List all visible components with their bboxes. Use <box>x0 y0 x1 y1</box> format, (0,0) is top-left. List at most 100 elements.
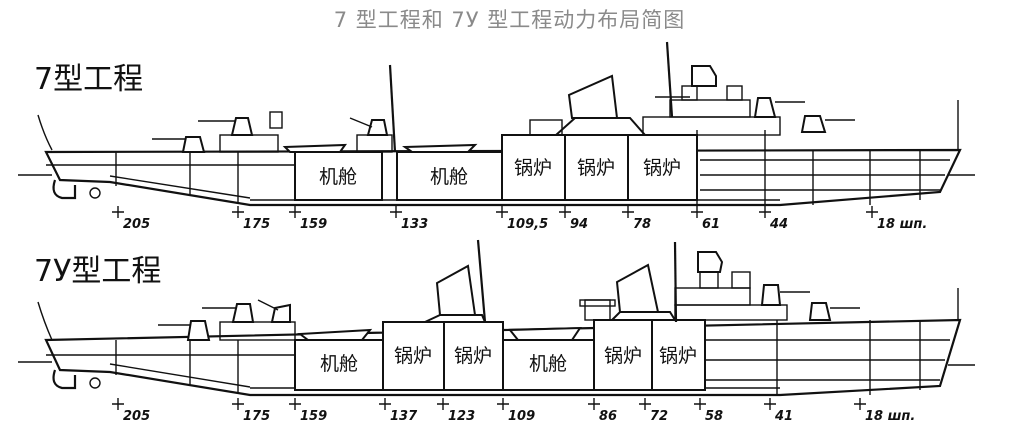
room-label: 机舱 <box>320 353 358 375</box>
svg-text:159: 159 <box>300 217 327 232</box>
engine-room-2 <box>502 339 595 391</box>
room-label: 锅炉 <box>454 345 492 367</box>
engine-room-2 <box>396 151 503 201</box>
main-mast <box>476 239 487 323</box>
svg-text:205: 205 <box>123 217 150 232</box>
deckhouse <box>529 119 563 136</box>
funnel-base <box>553 117 648 136</box>
hull-outline <box>44 148 962 207</box>
svg-text:205: 205 <box>123 409 150 424</box>
rangefinder <box>697 251 724 273</box>
propeller-icon <box>89 377 101 389</box>
gun-turret <box>230 117 254 136</box>
torpedo-tubes <box>401 143 478 153</box>
bridge-upper <box>699 271 719 289</box>
frame-marker: 175 <box>232 206 270 232</box>
frame-marker: 72 <box>639 398 668 424</box>
room-label: 锅炉 <box>514 157 552 179</box>
svg-text:109: 109 <box>508 409 535 424</box>
torpedo-tubes <box>507 326 582 341</box>
diagram-title: 7 型工程和 7У 型工程动力布局简图 <box>333 8 686 32</box>
room-label: 锅炉 <box>577 157 615 179</box>
room-label: 锅炉 <box>394 345 432 367</box>
bridge <box>669 99 751 118</box>
frame-marker: 41 <box>764 398 793 424</box>
ship-label-project-7: 7型工程 <box>34 62 144 97</box>
boiler-room-2 <box>564 134 629 201</box>
searchlight-tower <box>269 111 283 129</box>
shaft-line <box>109 175 251 199</box>
aft-deckhouse <box>219 134 279 153</box>
platform <box>579 299 616 307</box>
mid-deckhouse <box>356 134 393 153</box>
frame-marker: 44 <box>759 206 788 232</box>
bridge <box>674 287 751 306</box>
frame-marker: 58 <box>694 398 723 424</box>
frame-marker: 159 <box>289 398 327 424</box>
funnel-base <box>424 314 487 323</box>
svg-text:41: 41 <box>774 409 793 424</box>
engine-room-1 <box>294 339 384 391</box>
boiler-room-1 <box>382 321 445 391</box>
frame-marker: 205 <box>112 398 150 424</box>
frame-marker: 133 <box>390 206 428 232</box>
svg-text:123: 123 <box>448 409 475 424</box>
gun-turret <box>753 97 777 118</box>
svg-text:78: 78 <box>633 217 651 232</box>
gun-turret <box>366 119 389 136</box>
fore-mast <box>673 241 678 323</box>
boiler-room-4 <box>651 319 706 391</box>
room-label: 锅炉 <box>659 345 697 367</box>
frame-marker: 123 <box>437 398 475 424</box>
gun-turret <box>231 303 255 323</box>
svg-text:94: 94 <box>570 217 588 232</box>
frame-marker: 137 <box>379 398 418 424</box>
ship-project-7u: 机舱 锅炉 锅炉 机舱 锅炉 锅炉 <box>18 239 975 397</box>
fore-mast <box>665 41 674 118</box>
boiler-room-1 <box>501 134 566 201</box>
gun-turret <box>800 115 827 133</box>
funnel-fwd <box>615 263 660 313</box>
gun-turret <box>181 136 206 153</box>
room-label: 机舱 <box>319 166 357 188</box>
frame-marker: 61 <box>691 206 720 232</box>
frame-marker: 94 <box>559 206 588 232</box>
bridge-wing <box>731 271 751 289</box>
bridge-wing <box>681 85 698 101</box>
rudder <box>52 369 77 390</box>
bridge-base <box>674 304 788 321</box>
gun-barrel <box>257 299 279 311</box>
main-mast <box>388 64 397 153</box>
svg-text:18 шп.: 18 шп. <box>865 409 915 424</box>
svg-text:44: 44 <box>769 217 788 232</box>
propeller-icon <box>89 187 101 199</box>
frame-marker: 78 <box>622 206 651 232</box>
frame-marker: 109,5 <box>496 206 548 232</box>
frame-marker: 18 шп. <box>854 398 915 424</box>
funnel-base <box>609 311 677 321</box>
funnel-aft <box>435 264 477 316</box>
torpedo-tubes <box>297 328 373 341</box>
torpedo-tubes <box>282 143 347 153</box>
gun-barrel <box>349 117 373 128</box>
boiler-room-3 <box>627 134 698 201</box>
engine-room-1 <box>294 151 383 201</box>
frame-marker: 205 <box>112 206 150 232</box>
shaft-line <box>109 363 251 388</box>
rangefinder <box>691 65 717 87</box>
svg-text:175: 175 <box>243 217 270 232</box>
deckhouse <box>584 299 611 321</box>
gun-turret <box>760 284 782 306</box>
svg-text:61: 61 <box>702 217 720 232</box>
frame-marker: 18 шп. <box>866 206 927 232</box>
aft-deckhouse <box>219 321 296 341</box>
ship-label-project-7u: 7У型工程 <box>34 254 162 289</box>
frame-marker: 175 <box>232 398 270 424</box>
frame-marker: 109 <box>497 398 535 424</box>
gun-turret <box>808 302 832 321</box>
svg-text:109,5: 109,5 <box>507 217 548 232</box>
svg-text:72: 72 <box>650 409 668 424</box>
svg-text:175: 175 <box>243 409 270 424</box>
frame-marker: 86 <box>588 398 617 424</box>
